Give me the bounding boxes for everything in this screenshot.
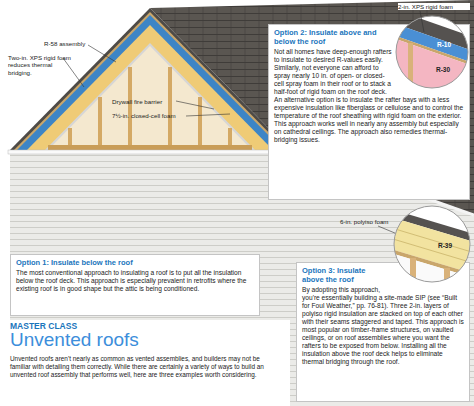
gable-stud (198, 97, 202, 150)
callout-label: 2-in. XPS rigid foam (398, 3, 470, 10)
roof-deck (14, 12, 286, 150)
option-heading: Option 1: Insulate below the roof (16, 259, 254, 268)
option-body: The most conventional approach to insula… (16, 269, 254, 293)
drywall-layer (45, 43, 255, 150)
roof-shingles (10, 8, 290, 150)
option3-inset (394, 206, 470, 290)
leader-line (176, 101, 214, 109)
leader-line (63, 58, 84, 87)
inset-outline (396, 16, 468, 88)
intro-paragraph: Unvented roofs aren't nearly as common a… (10, 355, 282, 379)
option-body: By adopting this approach, you're essent… (302, 286, 464, 366)
option2-inset (396, 10, 468, 96)
inset-interior (394, 254, 470, 290)
r-value: R-39 (438, 242, 464, 250)
gable-stud (168, 67, 172, 150)
leader-line (88, 45, 116, 62)
callout-label: 7½-in. closed-cell foam (112, 112, 192, 119)
inset-fiberglass (396, 39, 468, 96)
ceiling-joist (48, 145, 252, 150)
callout-label: 6-in. polyiso foam (340, 218, 390, 225)
leader-line (186, 114, 230, 116)
trim-band (8, 150, 292, 154)
xps-foam-layer (17, 15, 283, 150)
r-value: R-30 (436, 66, 462, 74)
r-value: R-10 (437, 41, 461, 49)
inset-rafter (408, 43, 413, 93)
inset-rafter (410, 258, 416, 288)
option-box: Option 1: Insulate below the roofThe mos… (10, 254, 260, 316)
closed-cell-foam-layer (27, 25, 273, 150)
callout-label: Drywall fire barrier (112, 98, 182, 105)
attic-space (48, 46, 252, 150)
leader-line (420, 11, 424, 32)
polyiso-seam (394, 229, 470, 252)
callout-label: R-58 assembly (44, 40, 104, 47)
gable-stud (98, 97, 102, 150)
option-box: Option 3: Insulate above the roofBy adop… (296, 262, 470, 402)
inset-outline (394, 206, 470, 282)
gable-stud (128, 67, 132, 150)
diagram-title: Unvented roofs (10, 330, 290, 351)
gable-wall (10, 150, 290, 320)
callout-label: Two-in. XPS rigid foam reduces thermal b… (8, 54, 72, 76)
